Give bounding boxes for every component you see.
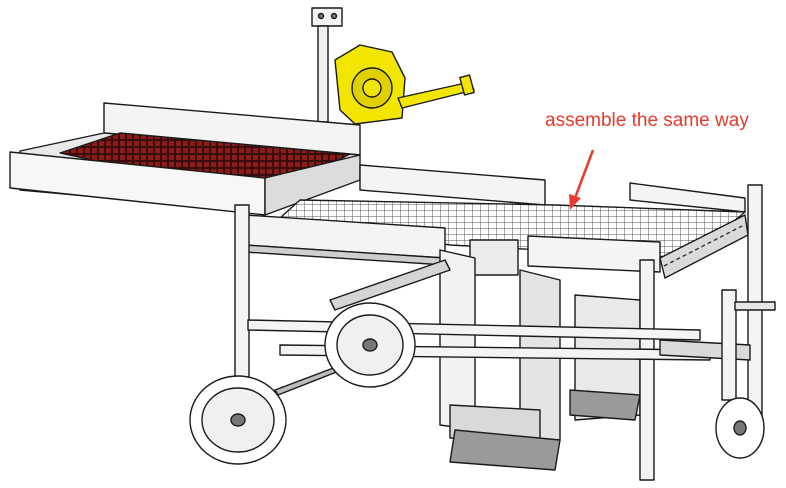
wheel-left-front	[189, 375, 287, 465]
wheel-left-rear	[324, 302, 416, 388]
loading-table	[9, 102, 361, 216]
annotation-arrow-head-icon	[569, 194, 581, 210]
annotation-label: assemble the same way	[545, 110, 749, 131]
annotation-arrow-icon	[573, 149, 595, 199]
jockey-wheel	[715, 289, 776, 459]
winch-icon	[311, 7, 475, 125]
